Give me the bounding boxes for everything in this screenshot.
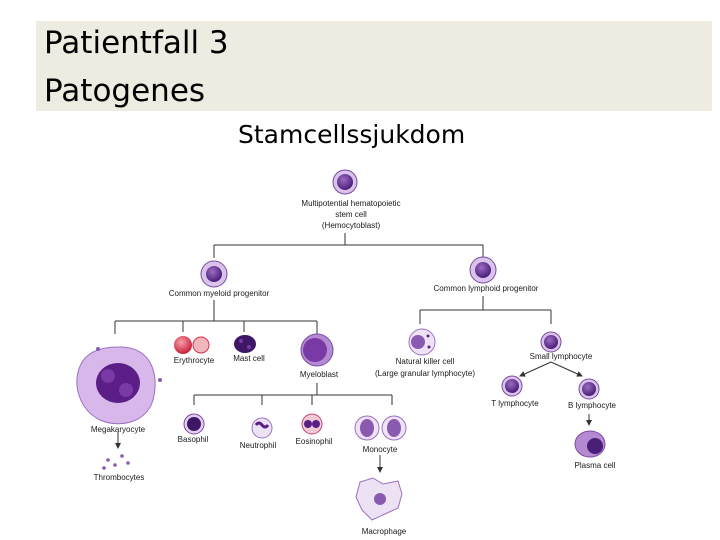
myeloid-progenitor-label: Common myeloid progenitor xyxy=(169,289,270,298)
lymphoid-progenitor-icon xyxy=(469,256,497,284)
mast-cell-icon xyxy=(234,335,256,353)
b-lymphocyte-label: B lymphocyte xyxy=(568,401,617,410)
monocyte-icon xyxy=(354,415,407,441)
macrophage-label: Macrophage xyxy=(362,527,407,536)
stem-cell-label-line-1: Multipotential hematopoietic xyxy=(301,199,400,208)
small-lymphocyte-icon xyxy=(540,331,562,353)
lymphoid-progenitor-label: Common lymphoid progenitor xyxy=(434,284,539,293)
monocyte-label: Monocyte xyxy=(363,445,398,454)
stem-cell-icon xyxy=(332,169,358,195)
stem-cell-label-line-3: (Hemocytoblast) xyxy=(322,221,381,230)
thrombocytes-label: Thrombocytes xyxy=(94,473,145,482)
nk-cell-label-line-1: Natural killer cell xyxy=(396,357,455,366)
eosinophil-label: Eosinophil xyxy=(296,437,333,446)
mast-cell-label: Mast cell xyxy=(233,354,265,363)
stem-cell-label-line-2: stem cell xyxy=(335,210,367,219)
plasma-cell-icon xyxy=(574,430,606,458)
title-band xyxy=(36,21,712,111)
erythrocyte-label: Erythrocyte xyxy=(174,356,215,365)
t-lymphocyte-icon xyxy=(501,375,523,397)
thrombocytes-icon xyxy=(102,454,130,470)
myeloblast-icon xyxy=(300,333,334,367)
nk-cell-icon xyxy=(408,328,436,356)
megakaryocyte-label: Megakaryocyte xyxy=(91,425,146,434)
slide-subtitle: Stamcellssjukdom xyxy=(238,120,466,149)
b-lymphocyte-icon xyxy=(578,378,600,400)
plasma-cell-label: Plasma cell xyxy=(575,461,616,470)
basophil-icon xyxy=(183,413,205,435)
small-lymphocyte-label: Small lymphocyte xyxy=(530,352,593,361)
slide-title-line-1: Patientfall 3 xyxy=(44,25,229,61)
macrophage-icon xyxy=(355,477,403,521)
eosinophil-icon xyxy=(301,413,323,435)
neutrophil-label: Neutrophil xyxy=(240,441,277,450)
t-lymphocyte-label: T lymphocyte xyxy=(491,399,539,408)
basophil-label: Basophil xyxy=(178,435,209,444)
slide-title-line-2: Patogenes xyxy=(44,73,206,109)
connector-lines xyxy=(114,233,592,473)
myeloblast-label: Myeloblast xyxy=(300,370,339,379)
nk-cell-label-line-2: (Large granular lymphocyte) xyxy=(375,369,475,378)
myeloid-progenitor-icon xyxy=(200,260,228,288)
neutrophil-icon xyxy=(251,417,273,439)
megakaryocyte-icon xyxy=(76,346,162,425)
erythrocyte-icon xyxy=(174,336,210,354)
